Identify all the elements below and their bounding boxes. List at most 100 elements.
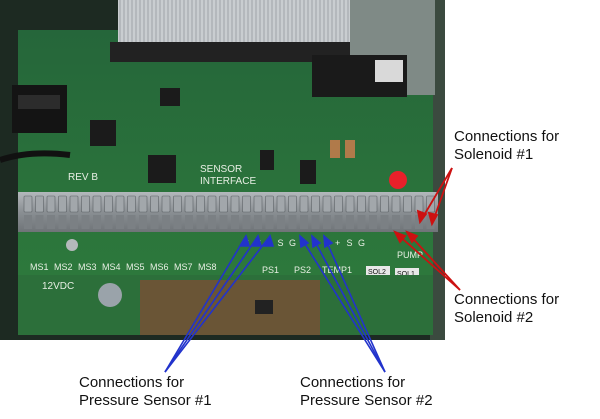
terminal-screw (380, 195, 389, 213)
ribbon-connector (110, 42, 358, 62)
terminal-label: MS7 (174, 262, 193, 272)
terminal-screw (357, 195, 366, 213)
solenoid-2-arrows (393, 230, 461, 291)
terminal-slot (208, 215, 216, 229)
terminal-slot (369, 215, 377, 229)
terminal-slot (70, 215, 78, 229)
component-2 (300, 160, 316, 184)
terminal-label: MS3 (78, 262, 97, 272)
terminal-screw (322, 195, 332, 213)
terminal-screw (311, 195, 320, 213)
pin-label: + (335, 238, 340, 248)
terminal-label-bg (366, 266, 390, 276)
pressure-sensor-2-arrows (299, 234, 386, 373)
terminal-slot (415, 215, 423, 229)
terminal-screw (288, 195, 297, 213)
terminal-slot (323, 215, 331, 229)
terminal-screw (242, 195, 251, 213)
terminal-label: MS2 (54, 262, 73, 272)
terminal-slot (265, 215, 274, 229)
terminal-screw (184, 195, 194, 213)
solenoid-2-caption: Connections for Solenoid #2 (454, 291, 559, 327)
terminal-screw (58, 195, 67, 213)
pressure-sensor-2-caption-line2: Pressure Sensor #2 (300, 392, 433, 409)
relay-label (375, 60, 403, 82)
interface-label: INTERFACE (200, 176, 256, 187)
mount-screw (66, 239, 78, 251)
terminal-slot (277, 215, 285, 229)
terminal-screw (391, 195, 401, 213)
solenoid-2-caption-line2: Solenoid #2 (454, 309, 534, 326)
terminal-label: MS4 (102, 262, 121, 272)
terminal-slot (173, 215, 182, 229)
terminal-screw (368, 195, 378, 213)
solenoid-2-caption-line1: Connections for (454, 291, 560, 308)
terminal-slot (24, 215, 32, 229)
rj-cable (0, 150, 71, 163)
terminal-screw (92, 195, 102, 213)
terminal-screw (127, 195, 136, 213)
pressure-sensor-1-arrows (164, 234, 275, 373)
terminal-slot (346, 215, 354, 229)
terminal-label: PS2 (294, 265, 311, 275)
terminal-slot (196, 215, 205, 229)
terminal-slot (403, 215, 412, 229)
terminal-screw (35, 195, 44, 213)
terminal-slot (311, 215, 320, 229)
daughter-board (140, 280, 320, 335)
terminal-screw (23, 195, 33, 213)
rev-label: REV B (68, 172, 98, 183)
terminal-screw (138, 195, 148, 213)
terminal-slot (116, 215, 124, 229)
terminal-label-bg (395, 268, 419, 278)
status-led (389, 171, 407, 189)
terminal-screw (265, 195, 274, 213)
terminal-label: MS6 (150, 262, 169, 272)
solenoid-1-arrows (416, 167, 453, 227)
terminal-slot (380, 215, 389, 229)
terminal-slot (162, 215, 170, 229)
terminal-slot (357, 215, 366, 229)
solenoid-1-caption-line2: Solenoid #1 (454, 146, 534, 163)
terminal-screw (230, 195, 240, 213)
solenoid-1-caption: Connections for Solenoid #1 (454, 128, 559, 164)
pressure-sensor-1-caption-line2: Pressure Sensor #1 (79, 392, 212, 409)
ribbon-cable-stripes (119, 0, 349, 42)
terminal-screw (196, 195, 205, 213)
component-3 (330, 140, 340, 158)
pin-label: G (358, 238, 365, 248)
terminal-slot (219, 215, 228, 229)
terminal-slot (392, 215, 400, 229)
pressure-sensor-1-caption-line1: Connections for (79, 374, 185, 391)
terminal-slot (334, 215, 343, 229)
terminal-slot (35, 215, 44, 229)
pressure-sensor-1-caption: Connections for Pressure Sensor #1 (79, 374, 212, 410)
terminal-slot (93, 215, 101, 229)
ic-chip-1 (90, 120, 116, 146)
terminal-slot (185, 215, 193, 229)
terminal-screw (299, 195, 309, 213)
terminal-screw (403, 195, 412, 213)
capacitor (98, 283, 122, 307)
terminal-screw (173, 195, 182, 213)
terminal-slot (104, 215, 113, 229)
terminal-label: SOL2 (368, 269, 386, 276)
terminal-screw (161, 195, 171, 213)
terminal-screw (345, 195, 355, 213)
terminal-slot (58, 215, 67, 229)
component-1 (260, 150, 274, 170)
terminal-screw (104, 195, 113, 213)
ic-chip-3 (160, 88, 180, 106)
terminal-screw (81, 195, 90, 213)
terminal-slot (139, 215, 147, 229)
terminal-slot (254, 215, 262, 229)
terminal-label: PUMP (397, 250, 423, 260)
terminal-label: MS5 (126, 262, 145, 272)
solenoid-1-caption-line1: Connections for (454, 128, 560, 145)
terminal-label: SOL1 (397, 271, 415, 278)
terminal-slot (150, 215, 159, 229)
pressure-sensor-2-caption: Connections for Pressure Sensor #2 (300, 374, 433, 410)
terminal-screw (219, 195, 228, 213)
